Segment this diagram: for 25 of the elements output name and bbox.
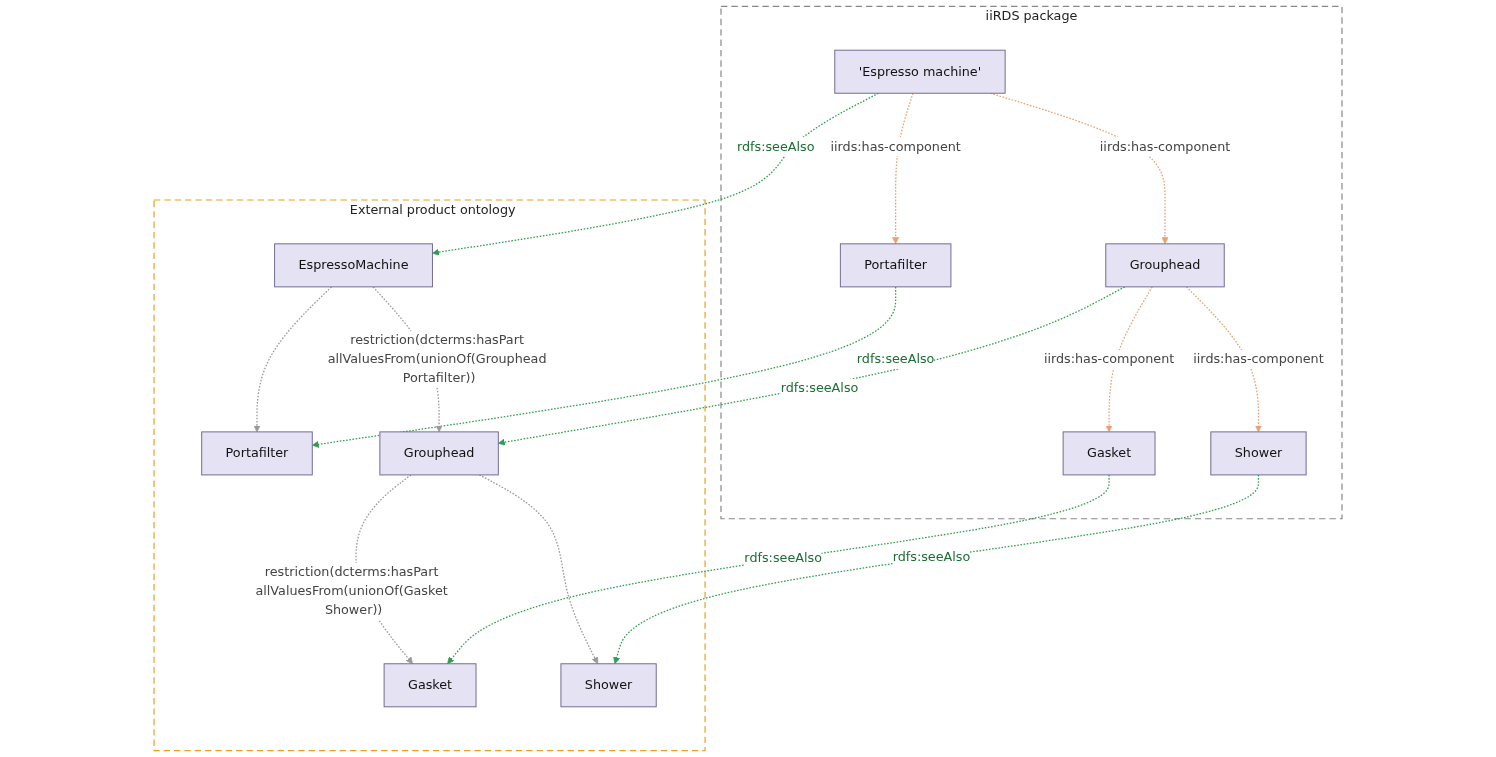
node-box: Gasket: [1062, 431, 1156, 476]
edge-label: rdfs:seeAlso: [892, 548, 971, 565]
edge-label: rdfs:seeAlso: [856, 351, 935, 367]
node-box: Grouphead: [379, 431, 499, 476]
arrow: [613, 474, 1260, 665]
node-box: Grouphead: [1105, 243, 1225, 288]
node-box: EspressoMachine: [274, 243, 433, 288]
node-box: Portafilter: [839, 243, 952, 288]
edge-label: restriction(dcterms:hasPart allValuesFrom(unionOf(Grouphead Portafilter)): [327, 332, 547, 386]
edge-label: rdfs:seeAlso: [736, 138, 815, 154]
edge-label: rdfs:seeAlso: [744, 550, 822, 566]
node-box: Gasket: [383, 663, 477, 708]
arrow: [1185, 286, 1262, 433]
node-box: Shower: [560, 663, 657, 708]
edge-label: restriction(dcterms:hasPart allValuesFrom(unionOf(Gasket Shower)): [255, 564, 448, 618]
edge-label: iirds:has-component: [1099, 138, 1231, 154]
edge-label: iirds:has-component: [1193, 351, 1324, 367]
edge-label: iirds:has-component: [830, 138, 961, 154]
edge-label: rdfs:seeAlso: [780, 380, 859, 396]
arrow: [253, 286, 333, 433]
edge-label: iirds:has-component: [1043, 351, 1175, 367]
node-box: 'Espresso machine': [834, 49, 1006, 94]
node-box: Shower: [1210, 431, 1307, 476]
node-box: Portafilter: [201, 431, 313, 476]
arrow: [447, 474, 1110, 665]
